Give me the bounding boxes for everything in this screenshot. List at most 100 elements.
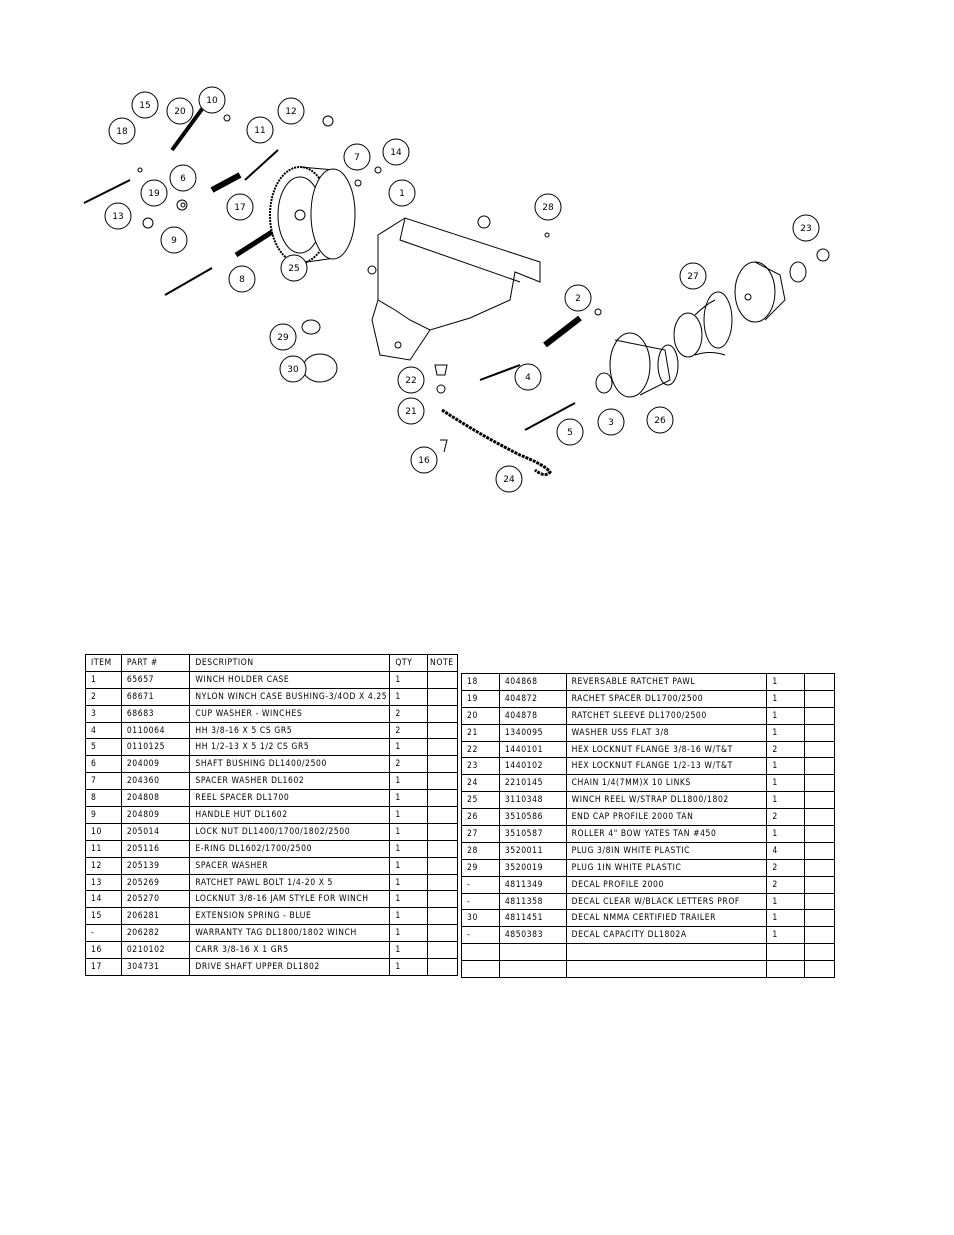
cell-note: [427, 789, 458, 808]
callout-label: 18: [116, 127, 128, 137]
cell-note: [427, 772, 458, 791]
header-note: NOTE: [427, 654, 458, 672]
callout-circle: [646, 406, 674, 434]
cell-part-number: 206281: [120, 907, 191, 926]
cell-part-number: 304731: [120, 958, 191, 976]
cell-part-number: [498, 943, 567, 962]
cell-part-number: 4811358: [498, 892, 567, 911]
cell-part-number: [498, 960, 567, 979]
cell-description: DECAL NMMA CERTIFIED TRAILER: [565, 909, 768, 928]
cell-item: 22: [461, 740, 500, 759]
callout-circle: [679, 262, 707, 290]
cell-description: PLUG 3/8IN WHITE PLASTIC: [565, 841, 768, 860]
callout-11: 11: [246, 116, 274, 144]
cell-description: HEX LOCKNUT FLANGE 3/8-16 W/T&T: [565, 740, 768, 759]
cell-description: RACHET SPACER DL1700/2500: [565, 689, 768, 708]
cell-item: 28: [461, 841, 500, 860]
reel-spacer: [234, 229, 274, 258]
header-qty: QTY: [389, 654, 429, 672]
cell-note: [804, 723, 835, 742]
callout-label: 25: [288, 264, 299, 274]
cell-note: [427, 958, 458, 976]
cell-part-number: 0110125: [120, 738, 191, 757]
cell-description: LOCK NUT DL1400/1700/1802/2500: [189, 822, 391, 841]
cell-qty: 1: [766, 706, 806, 725]
cell-qty: 1: [389, 907, 429, 926]
winch-holder-case: [367, 217, 541, 361]
cell-part-number: 404872: [498, 689, 567, 708]
cell-part-number: 0110064: [120, 721, 191, 740]
callout-5: 5: [556, 418, 584, 446]
cell-description: WARRANTY TAG DL1800/1802 WINCH: [189, 924, 391, 943]
cell-description: ROLLER 4" BOW YATES TAN #450: [565, 825, 768, 843]
callout-24: 24: [495, 465, 523, 493]
callout-circle: [279, 355, 307, 383]
cell-qty: [766, 960, 806, 979]
cell-item: 12: [85, 856, 122, 875]
cell-description: DECAL CAPACITY DL1802A: [565, 926, 768, 945]
cell-note: [427, 839, 458, 858]
cell-description: SPACER WASHER DL1602: [189, 772, 391, 791]
callout-label: 23: [800, 224, 811, 234]
callout-26: 26: [646, 406, 674, 434]
table-header-row: ITEM PART # DESCRIPTION QTY NOTE: [85, 654, 458, 672]
cell-qty: 1: [389, 873, 429, 892]
cell-item: 18: [461, 673, 500, 691]
cell-note: [427, 755, 458, 774]
cell-item: 24: [461, 774, 500, 793]
cell-description: CUP WASHER - WINCHES: [189, 704, 391, 723]
cell-description: [565, 960, 768, 979]
callout-label: 28: [542, 203, 554, 213]
cell-note: [427, 907, 458, 926]
cell-item: 13: [85, 873, 122, 892]
cell-description: CHAIN 1/4(7MM)X 10 LINKS: [565, 774, 768, 793]
cell-note: [427, 721, 458, 740]
cell-description: REVERSABLE RATCHET PAWL: [565, 673, 768, 691]
callout-circle: [514, 363, 542, 391]
cell-part-number: 1440101: [498, 740, 567, 759]
cell-part-number: 65657: [120, 670, 191, 689]
cell-part-number: 68683: [120, 704, 191, 723]
cell-item: 27: [461, 825, 500, 843]
callout-4: 4: [514, 363, 542, 391]
cell-qty: 1: [389, 789, 429, 808]
cell-item: 26: [461, 808, 500, 827]
cell-item: 30: [461, 909, 500, 928]
callout-22: 22: [397, 366, 425, 394]
cell-qty: 1: [766, 774, 806, 793]
cell-note: [804, 825, 835, 843]
cell-qty: 1: [389, 839, 429, 858]
callout-circle: [534, 193, 562, 221]
cell-qty: 1: [766, 892, 806, 911]
table-row: [461, 960, 835, 979]
cell-qty: 1: [389, 890, 429, 909]
cell-part-number: 204009: [120, 755, 191, 774]
ratchet-sleeve: [170, 103, 207, 152]
drive-shaft: [210, 172, 242, 193]
bolt-4: [479, 364, 521, 381]
cell-qty: 1: [766, 791, 806, 810]
cell-description: DECAL PROFILE 2000: [565, 875, 768, 894]
header-item: ITEM: [85, 654, 122, 672]
cell-item: 14: [85, 890, 122, 909]
cell-note: [804, 791, 835, 810]
end-cap-2: [734, 261, 786, 323]
cell-part-number: 4850383: [498, 926, 567, 945]
cell-item: 20: [461, 706, 500, 725]
cell-part-number: 205014: [120, 822, 191, 841]
cell-part-number: 1440102: [498, 757, 567, 776]
cell-item: 17: [85, 958, 122, 976]
callout-label: 10: [206, 96, 218, 106]
callout-circle: [397, 397, 425, 425]
cell-part-number: 204809: [120, 806, 191, 824]
cell-item: 8: [85, 789, 122, 808]
cell-item: 23: [461, 757, 500, 776]
